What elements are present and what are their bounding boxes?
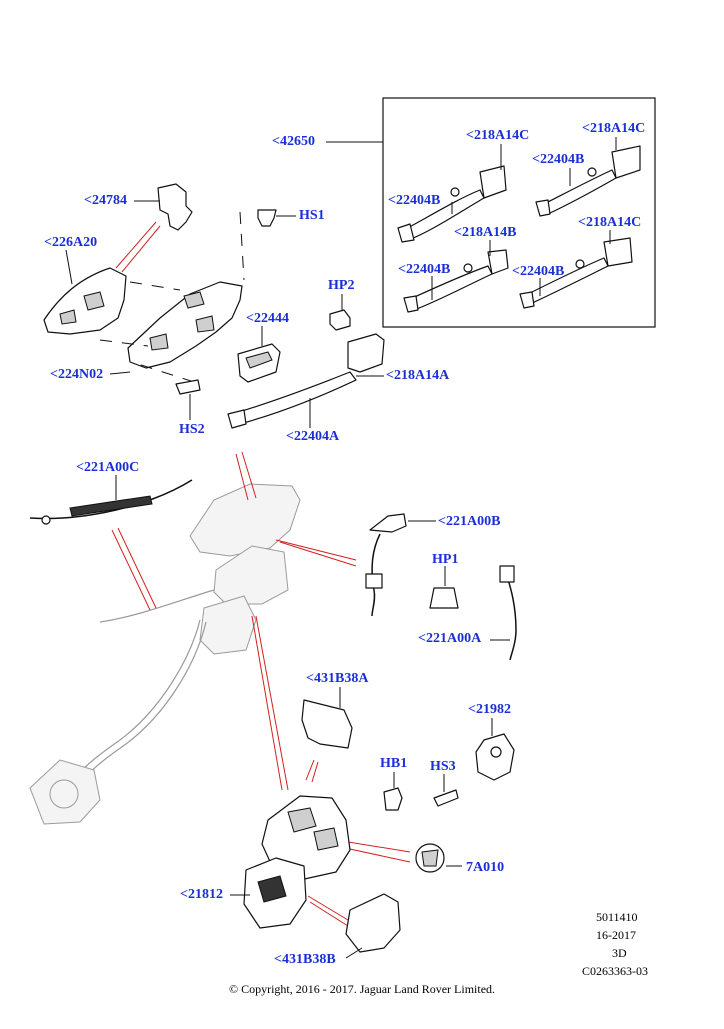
ghost-latch-top — [213, 545, 289, 605]
callout-22404B-3[interactable]: <22404B — [398, 262, 451, 277]
callout-431B38B[interactable]: <431B38B — [274, 952, 336, 967]
callout-21812[interactable]: <21812 — [180, 887, 223, 902]
callout-22404B-1[interactable]: <22404B — [532, 152, 585, 167]
callout-22404B-4[interactable]: <22404B — [512, 264, 565, 279]
handle-variant-3 — [403, 249, 509, 313]
callout-22404B-2[interactable]: <22404B — [388, 193, 441, 208]
illustration-date: 16-2017 — [596, 928, 636, 942]
part-221A00C — [29, 479, 193, 520]
callout-21982[interactable]: <21982 — [468, 702, 511, 717]
callout-HS1[interactable]: HS1 — [299, 208, 325, 223]
callout-HP2[interactable]: HP2 — [328, 278, 355, 293]
callout-HS3[interactable]: HS3 — [430, 759, 456, 774]
callout-221A00C[interactable]: <221A00C — [76, 460, 140, 475]
callout-24784[interactable]: <24784 — [84, 193, 127, 208]
callout-221A00B[interactable]: <221A00B — [438, 514, 501, 529]
part-HP1 — [429, 587, 459, 609]
callout-22404A[interactable]: <22404A — [286, 429, 340, 444]
callout-HP1[interactable]: HP1 — [432, 552, 459, 567]
callout-218A14C-3[interactable]: <218A14C — [578, 215, 642, 230]
copyright-notice: © Copyright, 2016 - 2017. Jaguar Land Ro… — [228, 982, 496, 996]
callout-HB1[interactable]: HB1 — [380, 756, 408, 771]
handle-variant-1 — [397, 165, 507, 243]
illustration-reference: C0263363-03 — [582, 964, 648, 978]
part-HS3 — [433, 789, 459, 807]
ghost-latch-body — [199, 595, 257, 655]
callout-218A14C-1[interactable]: <218A14C — [466, 128, 530, 143]
part-HP2 — [329, 309, 351, 331]
handle-variant-4 — [519, 237, 633, 309]
part-431B38A — [301, 699, 353, 749]
callout-218A14C-2[interactable]: <218A14C — [582, 121, 646, 136]
part-224N02 — [127, 281, 243, 369]
callout-HS2[interactable]: HS2 — [179, 422, 205, 437]
callout-226A20[interactable]: <226A20 — [44, 235, 98, 250]
part-HS2 — [175, 379, 201, 395]
illustration-type: 3D — [612, 946, 627, 960]
part-431B38B — [345, 893, 401, 953]
part-221A00B — [369, 513, 407, 533]
handle-variants-box — [382, 97, 656, 328]
callout-42650[interactable]: <42650 — [272, 134, 315, 149]
callout-431B38A[interactable]: <431B38A — [306, 671, 369, 686]
callout-221A00A[interactable]: <221A00A — [418, 631, 482, 646]
callout-7A010[interactable]: 7A010 — [466, 860, 505, 875]
callout-218A14B[interactable]: <218A14B — [454, 225, 517, 240]
callout-22444[interactable]: <22444 — [246, 311, 289, 326]
part-latch-upper — [261, 795, 351, 881]
part-218A14A — [347, 333, 385, 373]
illustration-code: 5011410 — [596, 910, 638, 924]
callout-218A14A[interactable]: <218A14A — [386, 368, 450, 383]
part-HB1 — [383, 787, 403, 811]
callout-224N02[interactable]: <224N02 — [50, 367, 104, 382]
ghost-handle-frame — [189, 483, 301, 557]
handle-variant-2 — [535, 145, 641, 217]
part-24784 — [157, 183, 193, 231]
part-HS1 — [257, 209, 277, 227]
part-22404A — [231, 371, 357, 425]
